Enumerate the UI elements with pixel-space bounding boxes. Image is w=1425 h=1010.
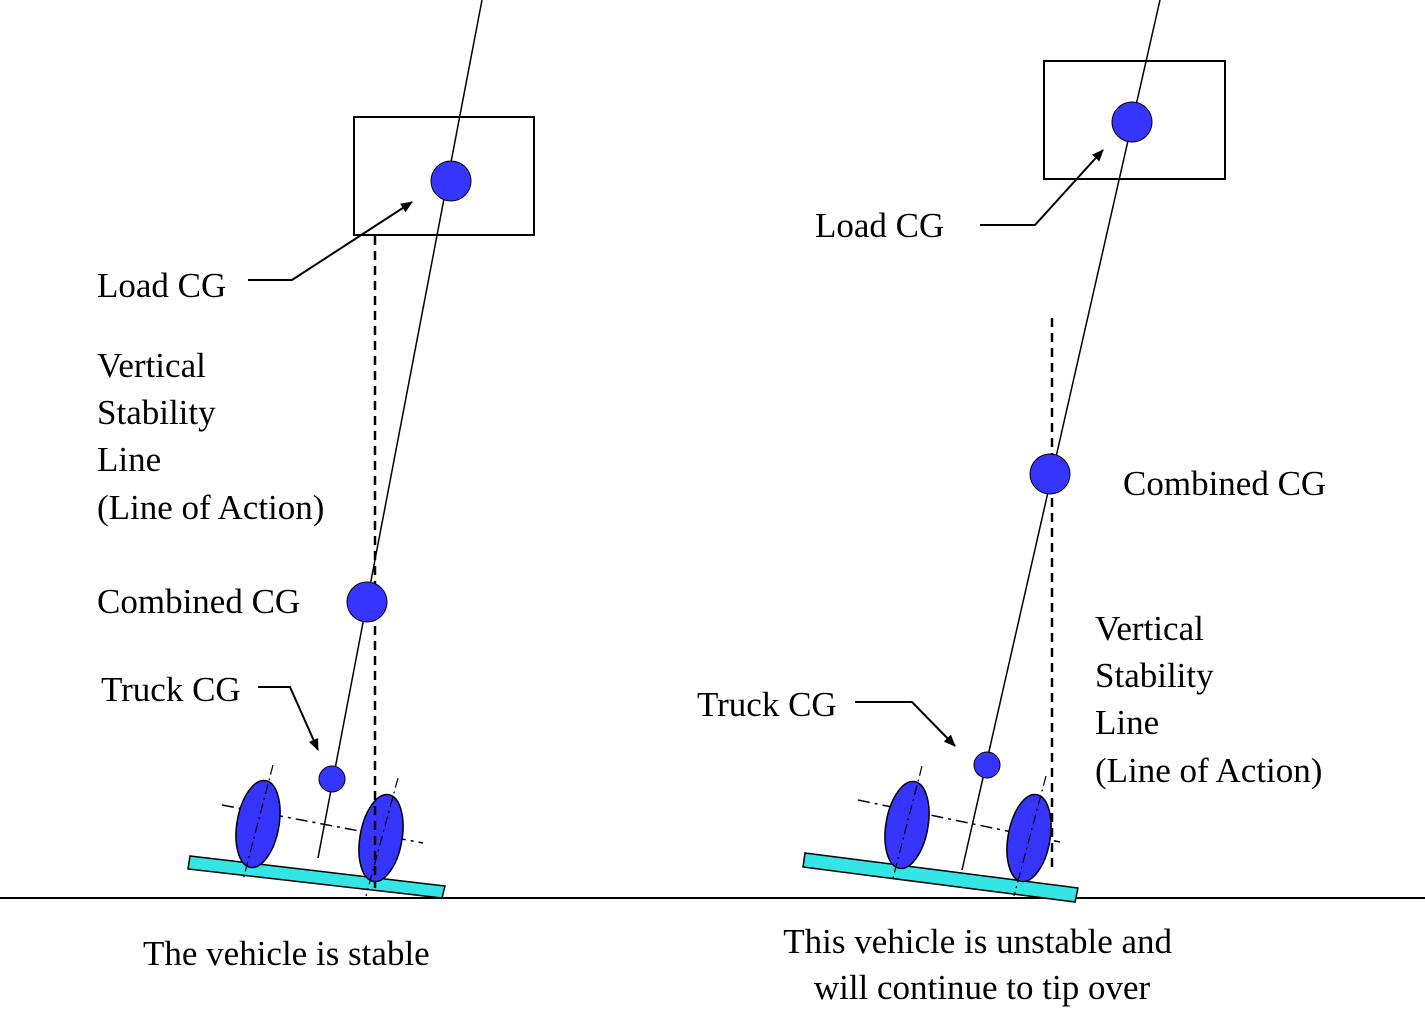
right-load-box [1043,60,1226,180]
right-load-cg-dot [1111,101,1153,143]
left-combined-cg-label: Combined CG [97,582,300,621]
right-truck-cg-dot [973,751,1001,779]
right-caption-line-2: will continue to tip over [814,968,1151,1007]
left-stability-line-label: Vertical Stability Line (Line of Action) [97,346,324,527]
left-front-wheel-axis [365,777,399,897]
right-stability-line-label-1: Vertical [1095,609,1204,648]
right-front-wheel-axis [1013,775,1047,897]
left-front-wheel [358,793,404,883]
left-stability-line-label-2: Stability [97,393,216,432]
left-load-cg-arrow [248,201,413,281]
right-truck-cg-arrow [855,701,956,747]
right-truck-cg-label: Truck CG [697,685,837,724]
left-tilted-plate [187,855,446,899]
left-load-cg-dot [430,160,472,202]
left-truck-cg-arrow [258,686,319,751]
right-combined-cg-label: Combined CG [1123,464,1326,503]
left-load-cg-label: Load CG [97,266,226,305]
right-vehicle-centerline [961,0,1161,871]
right-stability-line-label: Vertical Stability Line (Line of Action) [1095,609,1322,790]
left-truck-cg-dot [318,765,346,793]
left-caption: The vehicle is stable [143,934,430,973]
left-panel-stable: Load CG Vertical Stability Line (Line of… [97,0,535,973]
right-stability-line-label-4: (Line of Action) [1095,751,1322,790]
right-combined-cg-dot [1029,453,1071,495]
left-combined-cg-dot [346,581,388,623]
left-stability-line-label-3: Line [97,440,161,479]
left-stability-line-label-1: Vertical [97,346,206,385]
right-panel-unstable: Load CG Combined CG Vertical Stability L… [697,0,1326,1007]
left-stability-line-label-4: (Line of Action) [97,488,324,527]
right-caption-line-1: This vehicle is unstable and [783,922,1172,961]
left-vehicle-centerline [317,0,483,859]
right-tilted-plate [802,852,1079,903]
right-stability-line-label-2: Stability [1095,656,1214,695]
left-load-box [353,116,535,236]
left-truck-cg-label: Truck CG [101,670,241,709]
right-load-cg-arrow [980,149,1104,226]
right-caption: This vehicle is unstable and will contin… [783,922,1181,1007]
right-stability-line-label-3: Line [1095,703,1159,742]
right-load-cg-label: Load CG [815,206,944,245]
